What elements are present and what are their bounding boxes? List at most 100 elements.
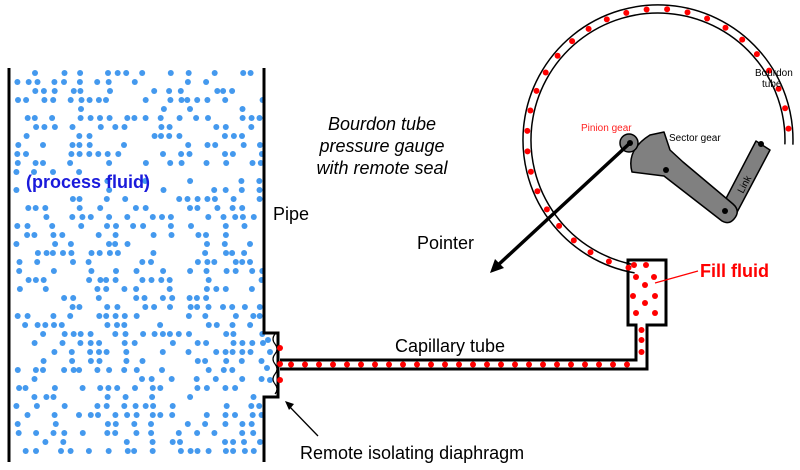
fill-fluid-dot bbox=[623, 9, 630, 16]
process-fluid-dot bbox=[51, 79, 58, 85]
process-fluid-dot bbox=[139, 277, 146, 283]
process-fluid-dot bbox=[105, 385, 112, 391]
process-fluid-dot bbox=[123, 439, 130, 445]
fill-fluid-dot bbox=[722, 24, 729, 31]
process-fluid-dot bbox=[114, 385, 121, 391]
process-fluid-dot bbox=[230, 340, 237, 346]
process-fluid-dot bbox=[240, 70, 247, 76]
process-fluid-dot bbox=[149, 394, 156, 400]
process-fluid-dot bbox=[230, 196, 237, 202]
fill-fluid-dot bbox=[277, 377, 283, 383]
process-fluid-dot bbox=[250, 394, 257, 400]
process-fluid-dot bbox=[112, 412, 119, 418]
process-fluid-dot bbox=[250, 430, 257, 436]
process-fluid-dot bbox=[133, 313, 140, 319]
process-fluid-dot bbox=[103, 97, 109, 103]
process-fluid-dot bbox=[160, 151, 166, 157]
process-fluid-dot bbox=[70, 367, 77, 373]
title-line-3: with remote seal bbox=[316, 158, 448, 178]
process-fluid-dot bbox=[24, 232, 31, 238]
process-fluid-dot bbox=[187, 394, 194, 400]
fill-fluid-dot bbox=[684, 9, 691, 16]
process-fluid-dot bbox=[67, 97, 74, 103]
process-fluid-dot bbox=[142, 403, 149, 409]
process-fluid-dot bbox=[114, 322, 120, 328]
process-fluid-dot bbox=[25, 205, 32, 211]
process-fluid-dot bbox=[23, 97, 30, 103]
fill-fluid-dot bbox=[316, 361, 322, 368]
process-fluid-dot bbox=[24, 313, 31, 319]
bourdon-tube-label-line1: Bourdon bbox=[755, 68, 793, 79]
process-fluid-dot bbox=[67, 313, 74, 319]
process-fluid-dot bbox=[223, 250, 229, 256]
fill-fluid-dot bbox=[664, 6, 671, 13]
process-fluid-dot bbox=[86, 142, 93, 148]
process-fluid-dot bbox=[13, 241, 20, 247]
process-fluid-dot bbox=[86, 97, 93, 103]
bourdon-tube-label-line2: tube bbox=[762, 79, 782, 90]
process-fluid-dot bbox=[186, 295, 193, 301]
process-fluid-dot bbox=[249, 268, 256, 274]
process-fluid-dot bbox=[67, 241, 74, 247]
process-fluid-dot bbox=[104, 304, 111, 310]
process-fluid-dot bbox=[34, 259, 41, 265]
process-fluid-dot bbox=[104, 178, 111, 184]
process-fluid-dot bbox=[50, 97, 57, 103]
process-fluid-dot bbox=[258, 376, 265, 382]
process-fluid-dot bbox=[15, 97, 21, 103]
process-fluid-dot bbox=[187, 448, 194, 454]
process-fluid-dot bbox=[211, 196, 218, 202]
process-fluid-dot bbox=[229, 250, 236, 256]
process-fluid-dot bbox=[25, 277, 32, 283]
process-fluid-dot bbox=[51, 322, 57, 328]
sector-gear-label: Sector gear bbox=[669, 133, 721, 144]
process-fluid-dot bbox=[149, 412, 156, 418]
process-fluid-dot bbox=[185, 313, 192, 319]
process-fluid-dot bbox=[239, 340, 246, 346]
process-fluid-dot bbox=[166, 124, 173, 130]
pointer bbox=[495, 141, 632, 268]
process-fluid-dot bbox=[124, 448, 131, 454]
process-fluid-dot bbox=[50, 268, 57, 274]
fill-fluid-dot bbox=[631, 262, 637, 268]
process-fluid-dot bbox=[169, 412, 176, 418]
process-fluid-dot bbox=[194, 340, 201, 346]
process-fluid-dot bbox=[223, 331, 230, 337]
process-fluid-dot bbox=[49, 115, 56, 121]
process-fluid-dot bbox=[131, 79, 138, 85]
process-fluid-dot bbox=[22, 385, 29, 391]
process-fluid-dot bbox=[187, 304, 194, 310]
process-fluid-dot bbox=[166, 88, 173, 94]
process-fluid-dot bbox=[121, 322, 128, 328]
process-fluid-dot bbox=[149, 214, 156, 220]
process-fluid-dot bbox=[133, 286, 140, 292]
process-fluid-dot bbox=[32, 88, 39, 94]
process-fluid-dot bbox=[32, 70, 38, 76]
process-fluid-dot bbox=[95, 151, 102, 157]
process-fluid-dot bbox=[248, 124, 255, 130]
process-fluid-dot bbox=[86, 151, 93, 157]
process-fluid-dot bbox=[175, 331, 182, 337]
process-fluid-dot bbox=[186, 151, 193, 157]
process-fluid-dot bbox=[32, 160, 39, 166]
process-fluid-dot bbox=[106, 115, 113, 121]
process-fluid-dot bbox=[193, 115, 200, 121]
process-fluid-dot bbox=[142, 205, 149, 211]
process-fluid-dot bbox=[176, 115, 183, 121]
process-fluid-dot bbox=[50, 430, 57, 436]
process-fluid-dot bbox=[121, 124, 128, 130]
process-fluid-dot bbox=[239, 430, 246, 436]
process-fluid-dot bbox=[68, 349, 75, 355]
process-fluid-dot bbox=[148, 277, 155, 283]
process-fluid-dot bbox=[77, 340, 84, 346]
process-fluid-dot bbox=[223, 358, 230, 364]
process-fluid-dot bbox=[77, 70, 84, 76]
process-fluid-dot bbox=[104, 421, 111, 427]
process-fluid-dot bbox=[264, 365, 270, 371]
process-fluid-dot bbox=[142, 115, 149, 121]
process-fluid-dot bbox=[16, 259, 23, 265]
process-fluid-dot bbox=[132, 205, 139, 211]
process-fluid-dot bbox=[203, 232, 209, 238]
process-fluid-dot bbox=[103, 196, 110, 202]
process-fluid-dot bbox=[123, 349, 130, 355]
